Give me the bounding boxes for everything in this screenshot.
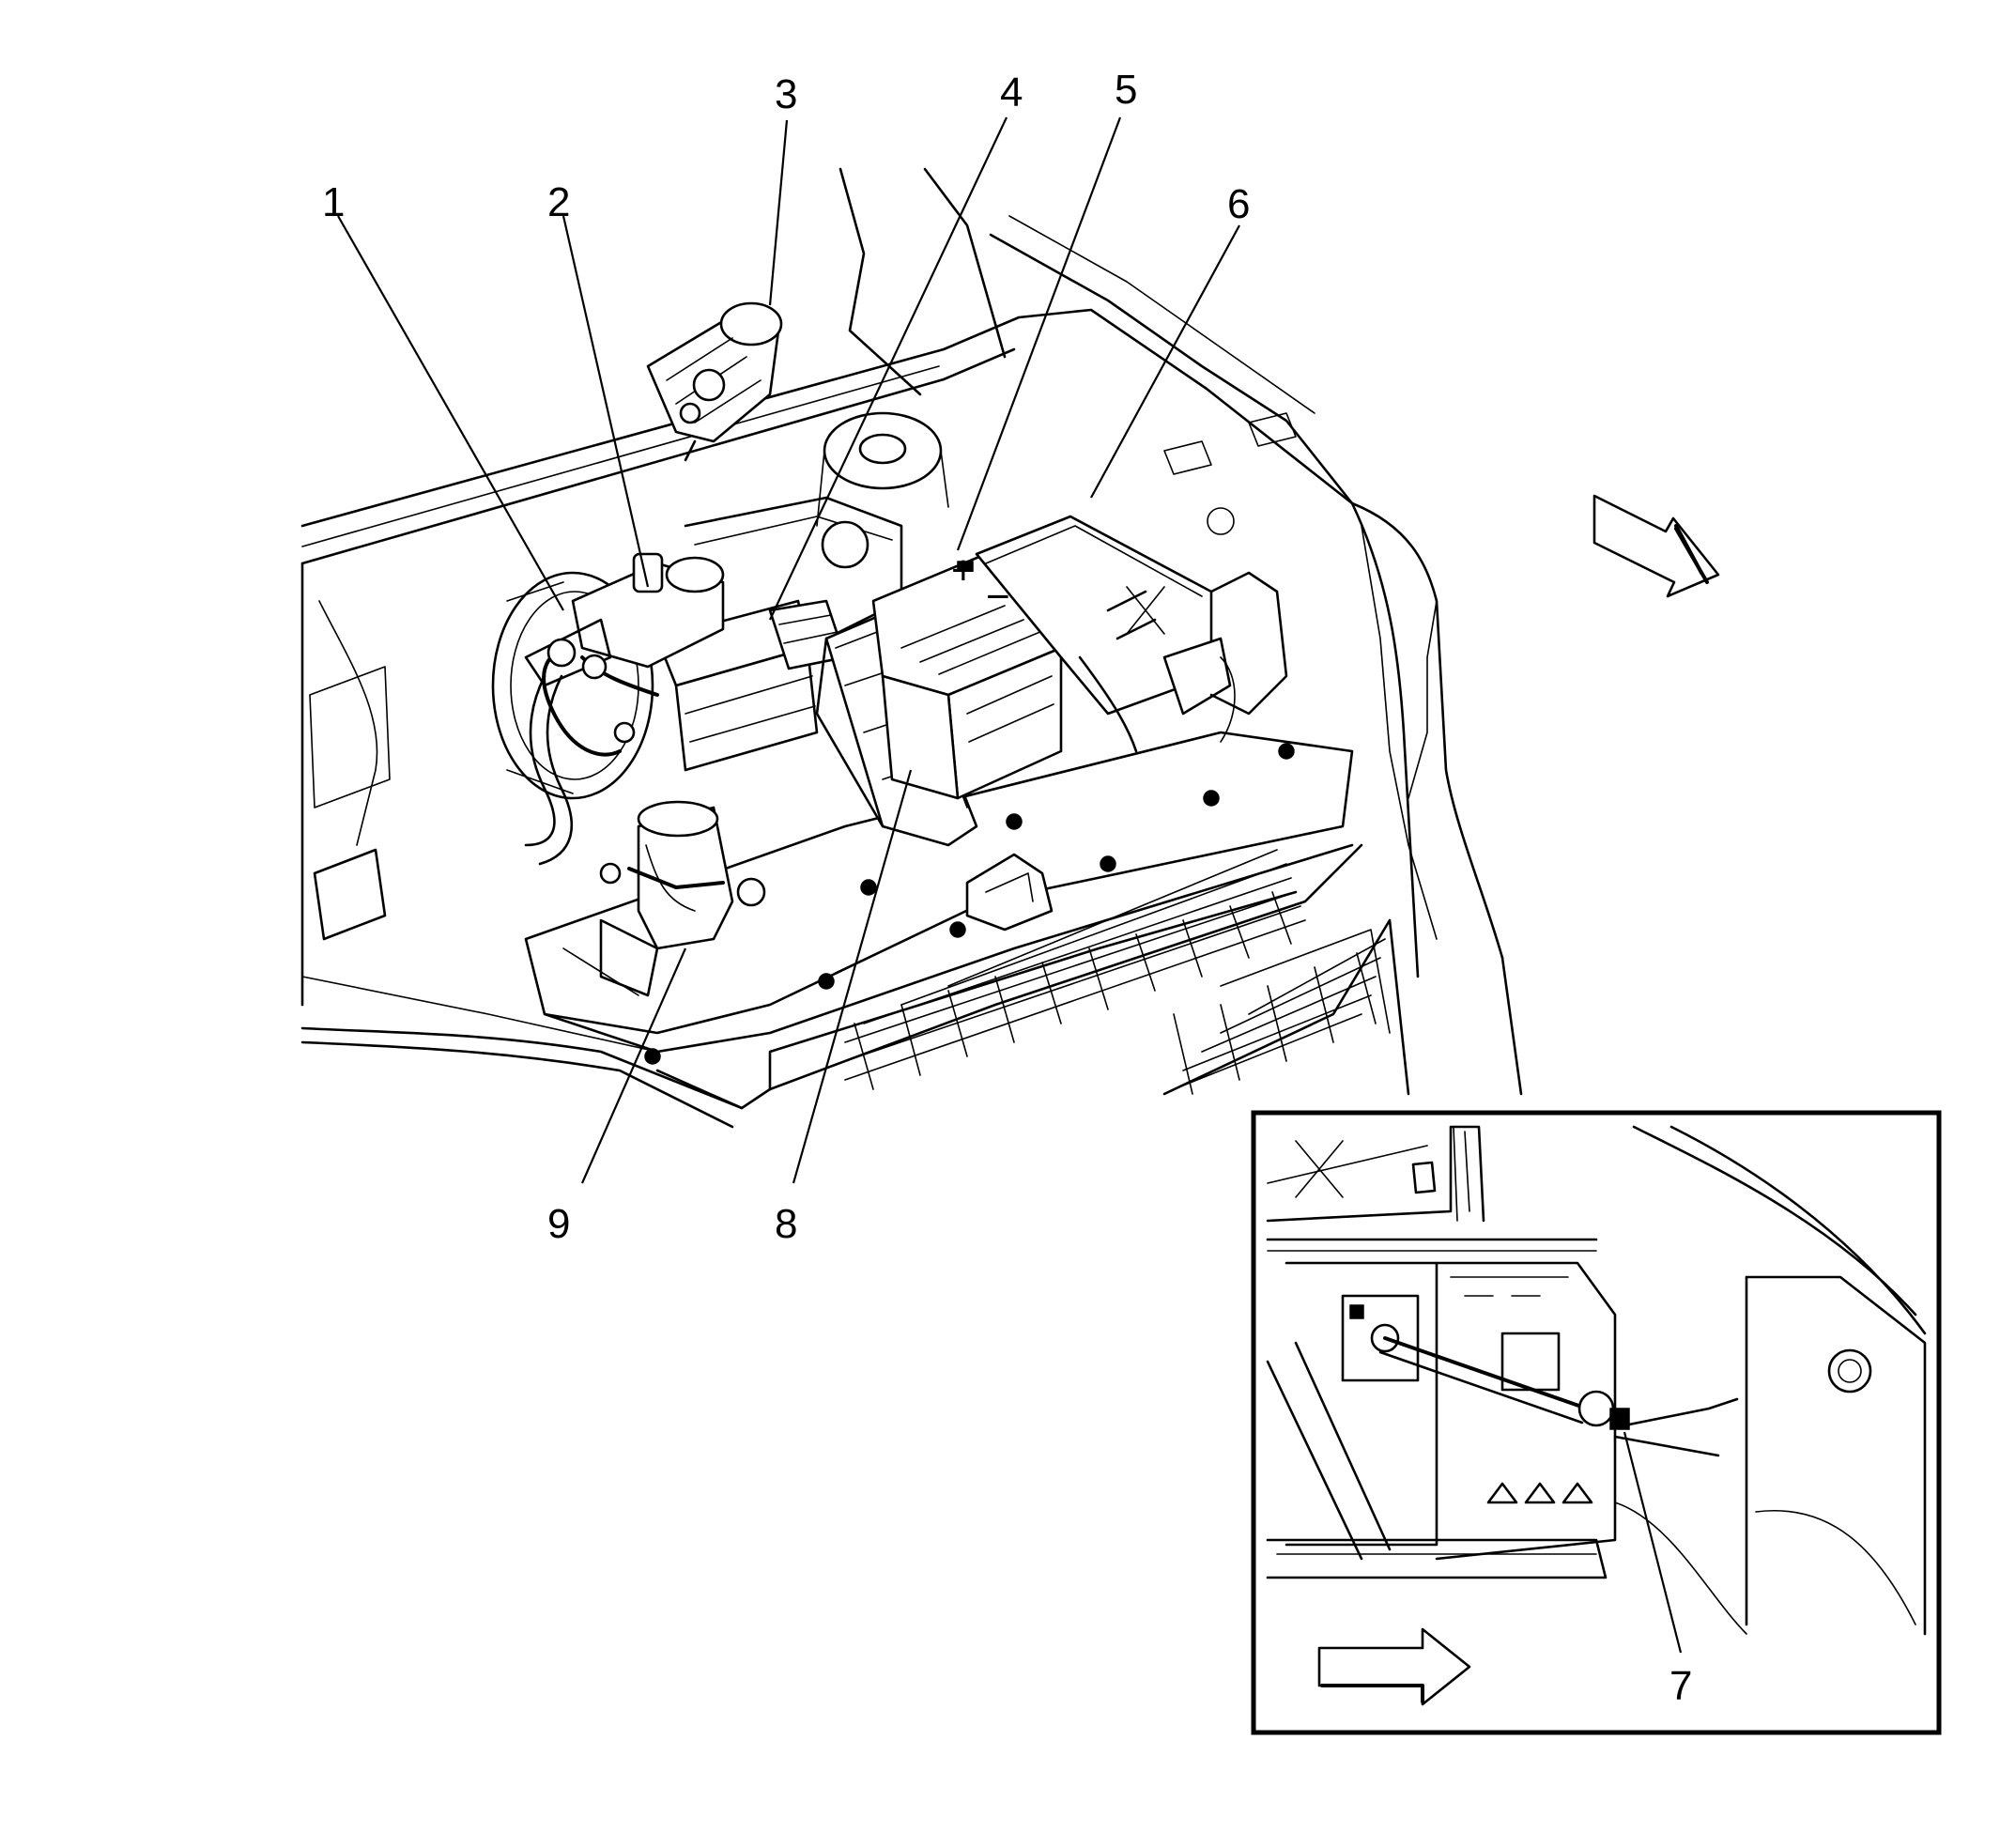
reservoir	[562, 800, 766, 997]
body-outline	[300, 167, 1523, 1096]
inset-direction-arrow-icon	[1317, 1627, 1471, 1706]
engine-block	[684, 496, 903, 670]
wiper-motor	[646, 301, 783, 462]
callout-6: 6	[1227, 181, 1250, 227]
abs-module-assembly	[524, 552, 819, 866]
battery: + −	[871, 547, 1063, 800]
callout-8: 8	[775, 1201, 797, 1247]
fuse-block	[975, 515, 1288, 753]
callout-9: 9	[547, 1201, 570, 1247]
inset-detail-view: 7	[1251, 1110, 1942, 1735]
inset-drawing	[1266, 1125, 1927, 1636]
callout-2: 2	[547, 179, 570, 225]
callout-4: 4	[1000, 69, 1023, 116]
callout-7: 7	[1669, 1663, 1692, 1709]
front-end	[300, 731, 1410, 1129]
callout-3: 3	[775, 71, 797, 117]
front-direction-arrow-icon	[1592, 494, 1720, 598]
main-view: + −	[300, 67, 1720, 1247]
callout-1: 1	[322, 179, 345, 225]
callout-5: 5	[1115, 67, 1137, 113]
